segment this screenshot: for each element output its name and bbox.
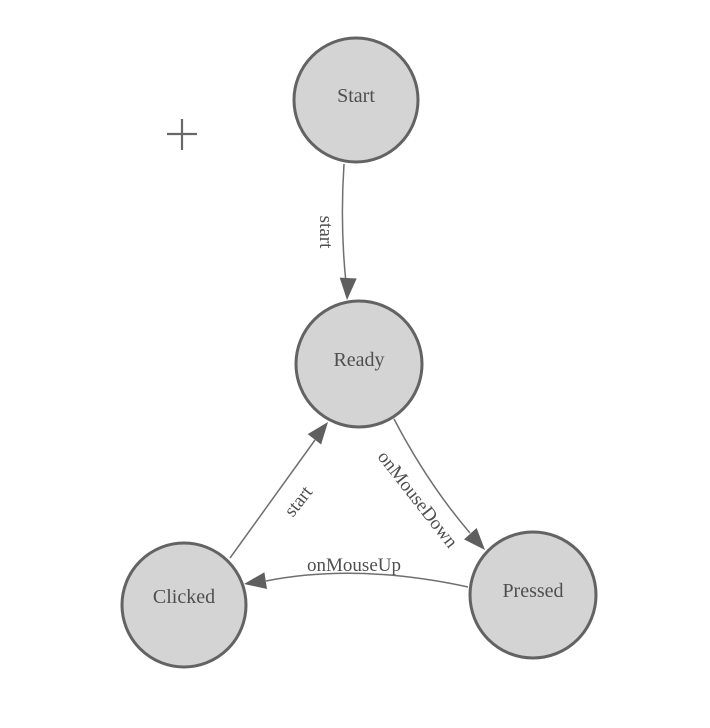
- crosshair-icon: [167, 119, 197, 150]
- state-node-clicked[interactable]: Clicked: [120, 541, 248, 669]
- state-label: Pressed: [502, 580, 563, 602]
- state-label: Clicked: [153, 586, 215, 608]
- state-circle[interactable]: [468, 530, 598, 660]
- arrowhead-icon: [464, 528, 485, 550]
- edge-label-start: start: [280, 482, 317, 521]
- edge-label-onmouseup: onMouseUp: [307, 555, 401, 576]
- arrowhead-icon: [244, 572, 267, 589]
- arrowhead-icon: [339, 277, 357, 300]
- arrowhead-icon: [307, 422, 328, 445]
- edge-clicked-to-ready[interactable]: start: [229, 422, 328, 559]
- state-circle[interactable]: [294, 299, 424, 429]
- edge-start-to-ready[interactable]: start: [315, 163, 357, 300]
- state-circle[interactable]: [120, 541, 248, 669]
- edge-label-start: start: [315, 216, 336, 249]
- state-label: Start: [337, 85, 375, 107]
- edge-ready-to-pressed[interactable]: onMouseDown: [373, 418, 485, 553]
- edge-pressed-to-clicked[interactable]: onMouseUp: [244, 555, 469, 589]
- state-node-pressed[interactable]: Pressed: [468, 530, 598, 660]
- edge-line[interactable]: [393, 418, 471, 534]
- state-circle[interactable]: [292, 36, 420, 164]
- edge-label-onmousedown: onMouseDown: [373, 447, 462, 553]
- state-node-ready[interactable]: Ready: [294, 299, 424, 429]
- state-label: Ready: [333, 349, 384, 371]
- state-node-start[interactable]: Start: [292, 36, 420, 164]
- edge-line[interactable]: [341, 163, 347, 284]
- edge-line[interactable]: [265, 572, 469, 588]
- edge-line[interactable]: [229, 439, 316, 559]
